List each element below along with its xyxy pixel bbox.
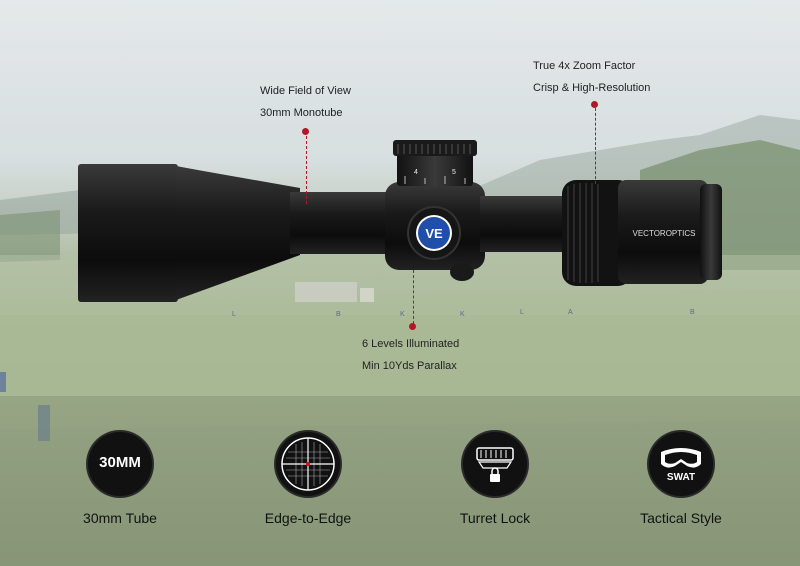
turret-lock-icon [463, 432, 527, 496]
feature-tactical-style: SWAT Tactical Style [611, 432, 751, 526]
target-letter: K [460, 311, 465, 318]
feature-label: Tactical Style [640, 510, 722, 526]
leader-line-zoom [595, 108, 596, 184]
tube-size-icon: 30MM [88, 432, 152, 496]
feature-label: 30mm Tube [83, 510, 157, 526]
brand-logo: VE [425, 226, 443, 241]
target-letter: L [232, 311, 236, 318]
annotation-text: 6 Levels Illuminated [362, 338, 460, 350]
marker-dot-fov [302, 128, 309, 135]
target-letter: L [520, 309, 524, 316]
feature-edge-to-edge: Edge-to-Edge [238, 432, 378, 526]
reticle-icon [276, 432, 340, 496]
goggles-icon: SWAT [649, 432, 713, 496]
badge-text: 30MM [99, 454, 141, 471]
annotation-zoom: True 4x Zoom Factor Crisp & High-Resolut… [533, 55, 650, 99]
annotation-illumination: 6 Levels Illuminated Min 10Yds Parallax [362, 333, 459, 377]
annotation-text: Wide Field of View [260, 85, 351, 97]
marker-dot-illumination [409, 323, 416, 330]
feature-label: Turret Lock [459, 510, 531, 526]
target-letter: B [336, 311, 341, 318]
leader-line-illumination [413, 270, 414, 324]
turret-mark: 4 [414, 169, 418, 176]
target-letter: B [690, 309, 695, 316]
annotation-text: 30mm Monotube [260, 107, 343, 119]
annotation-text: Min 10Yds Parallax [362, 360, 457, 372]
annotation-fov: Wide Field of View 30mm Monotube [260, 80, 351, 124]
target-letter: K [400, 311, 405, 318]
annotation-text: True 4x Zoom Factor [533, 60, 636, 72]
annotation-text: Crisp & High-Resolution [533, 82, 651, 94]
leader-line-fov [306, 136, 307, 204]
marker-dot-zoom [591, 101, 598, 108]
feature-turret-lock: Turret Lock [425, 432, 565, 526]
badge-text: SWAT [666, 472, 696, 483]
feature-30mm-tube: 30MM 30mm Tube [50, 432, 190, 526]
target-letter: A [568, 309, 573, 316]
brand-name: VECTOROPTICS [633, 229, 696, 238]
turret-mark: 5 [452, 169, 456, 176]
feature-label: Edge-to-Edge [264, 510, 352, 526]
